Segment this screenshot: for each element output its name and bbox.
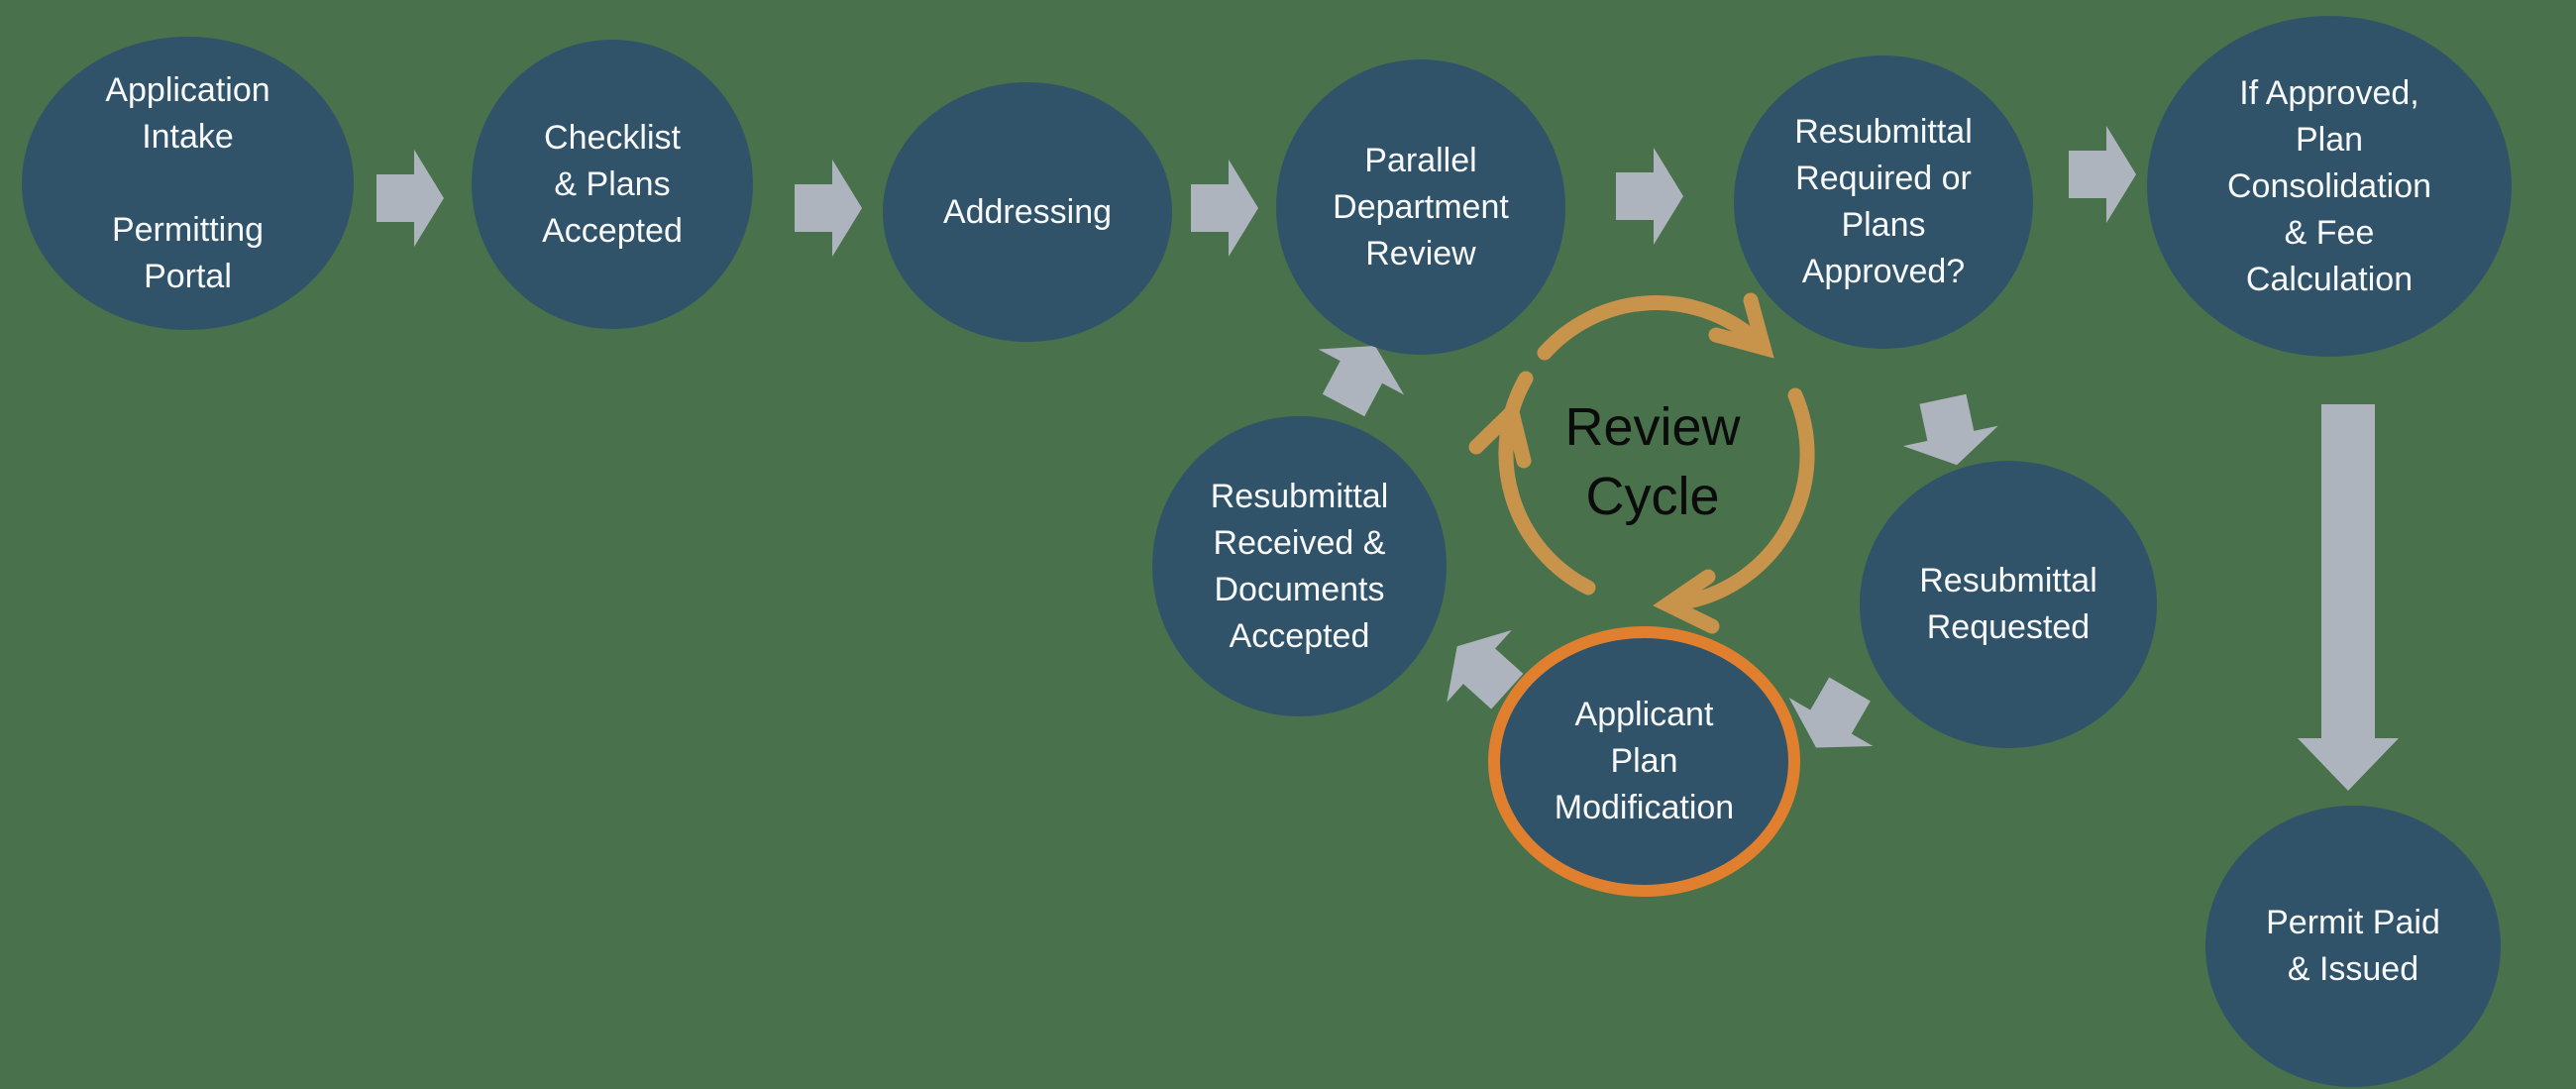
arrow-down-left-icon-requested-to-modification: [1788, 677, 1874, 748]
node-label: Resubmittal Requested: [1919, 562, 2097, 646]
node-label: If Approved, Plan Consolidation & Fee Ca…: [2226, 73, 2432, 298]
arrow-down-right-icon-question-to-requested: [1902, 393, 1998, 466]
arrow-right-icon-addressing-to-parallel: [1191, 160, 1258, 257]
node-resubmittal-requested: Resubmittal Requested: [1860, 461, 2157, 748]
node-resubmittal-required-or-plans-approved: Resubmittal Required or Plans Approved?: [1734, 55, 2033, 349]
arrow-up-icon-received-to-parallel: [1318, 345, 1405, 417]
arrow-down-icon-consolidation-to-permit: [2298, 404, 2399, 791]
review-cycle-arc-right: [1680, 387, 1815, 609]
arrow-right-icon-parallel-to-question: [1616, 148, 1683, 245]
node-if-approved-plan-consolidation: If Approved, Plan Consolidation & Fee Ca…: [2147, 16, 2512, 357]
node-parallel-department-review: Parallel Department Review: [1276, 59, 1565, 355]
node-label: Parallel Department Review: [1333, 141, 1509, 272]
review-cycle-arrowhead-top-right-icon: [1708, 292, 1774, 359]
review-cycle-label: Review Cycle: [1564, 397, 1741, 526]
arrow-up-left-icon-modification-to-received: [1447, 629, 1524, 709]
node-label: Addressing: [942, 192, 1113, 231]
review-cycle-arrowhead-bottom-icon: [1653, 569, 1720, 634]
node-label: Resubmittal Required or Plans Approved?: [1794, 113, 1973, 290]
node-application-intake: Application Intake Permitting Portal: [22, 37, 354, 330]
node-applicant-plan-modification: Applicant Plan Modification: [1488, 626, 1800, 897]
node-resubmittal-received-documents-accepted: Resubmittal Received & Documents Accepte…: [1152, 416, 1447, 716]
node-label: Checklist & Plans Accepted: [542, 118, 683, 250]
node-label: Application Intake Permitting Portal: [105, 70, 270, 295]
arrow-right-icon-checklist-to-addressing: [795, 160, 862, 257]
review-cycle-arrowhead-top-left-icon: [1468, 397, 1532, 469]
node-label: Resubmittal Received & Documents Accepte…: [1210, 477, 1389, 655]
review-cycle-arc-top: [1537, 295, 1758, 361]
arrow-right-icon-intake-to-checklist: [376, 150, 444, 247]
node-permit-paid-issued: Permit Paid & Issued: [2205, 806, 2501, 1087]
node-addressing: Addressing: [883, 82, 1172, 342]
node-label: Applicant Plan Modification: [1554, 696, 1735, 826]
node-label: Permit Paid & Issued: [2266, 904, 2440, 988]
node-checklist-plans-accepted: Checklist & Plans Accepted: [472, 40, 753, 329]
arrow-right-icon-question-to-consolidation: [2069, 126, 2136, 223]
